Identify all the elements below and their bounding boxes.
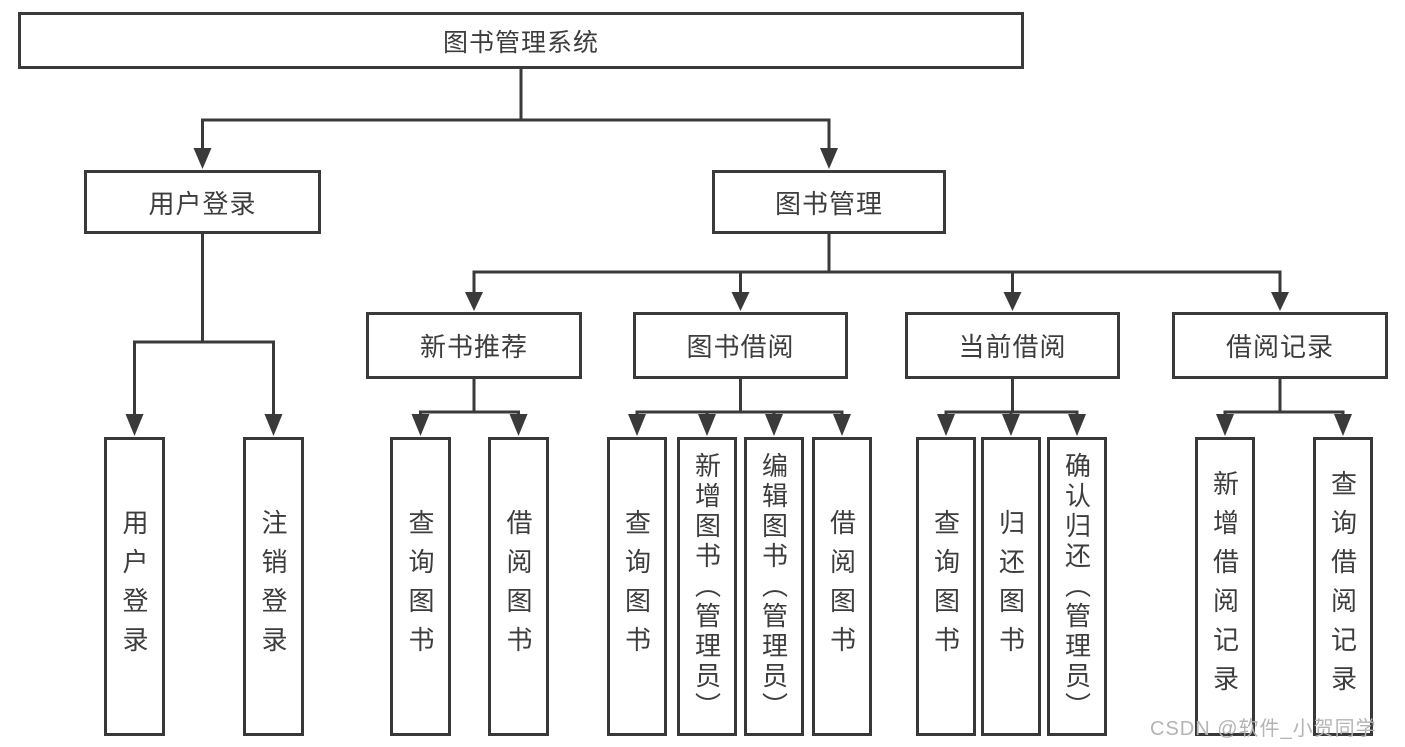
node-current-borrow-label: 当前借阅 bbox=[958, 332, 1067, 362]
node-book-borrow-label: 图书借阅 bbox=[686, 332, 795, 362]
node-current-borrow: 当前借阅 bbox=[905, 312, 1120, 379]
node-root: 图书管理系统 bbox=[18, 12, 1024, 69]
leaf-add-borrow-record-label: 新增借阅记录 bbox=[1209, 469, 1240, 704]
node-root-label: 图书管理系统 bbox=[442, 28, 599, 57]
leaf-edit-books-admin-label: 编辑图书（管理员） bbox=[758, 451, 789, 722]
leaf-logout-label: 注销登录 bbox=[258, 508, 288, 665]
node-book-borrow: 图书借阅 bbox=[633, 312, 848, 379]
leaf-confirm-return-admin-label: 确认归还（管理员） bbox=[1061, 451, 1092, 722]
node-user-login-label: 用户登录 bbox=[148, 188, 257, 219]
leaf-current-query-books-label: 查询图书 bbox=[930, 508, 961, 665]
node-borrow-records-label: 借阅记录 bbox=[1225, 332, 1334, 362]
leaf-add-books-admin-label: 新增图书（管理员） bbox=[691, 451, 722, 722]
node-book-management: 图书管理 bbox=[712, 170, 946, 234]
leaf-current-query-books: 查询图书 bbox=[916, 437, 976, 736]
leaf-query-borrow-record-label: 查询借阅记录 bbox=[1327, 469, 1358, 704]
leaf-new-books-query: 查询图书 bbox=[390, 437, 451, 736]
leaf-borrow-query-books: 查询图书 bbox=[607, 437, 667, 736]
node-user-login: 用户登录 bbox=[84, 170, 321, 234]
leaf-return-books-label: 归还图书 bbox=[995, 508, 1026, 665]
watermark: CSDN @软件_小贺同学 bbox=[1150, 718, 1377, 740]
node-new-book-recommend-label: 新书推荐 bbox=[419, 332, 528, 362]
leaf-new-books-borrow: 借阅图书 bbox=[488, 437, 549, 736]
node-book-management-label: 图书管理 bbox=[774, 188, 883, 219]
leaf-new-books-query-label: 查询图书 bbox=[405, 508, 435, 665]
leaf-add-books-admin: 新增图书（管理员） bbox=[677, 437, 737, 736]
node-borrow-records: 借阅记录 bbox=[1172, 312, 1388, 379]
leaf-user-login: 用户登录 bbox=[104, 437, 165, 736]
leaf-confirm-return-admin: 确认归还（管理员） bbox=[1047, 437, 1107, 736]
leaf-return-books: 归还图书 bbox=[981, 437, 1041, 736]
leaf-user-login-label: 用户登录 bbox=[119, 508, 149, 665]
leaf-logout: 注销登录 bbox=[243, 437, 304, 736]
leaf-query-borrow-record: 查询借阅记录 bbox=[1313, 437, 1373, 736]
node-new-book-recommend: 新书推荐 bbox=[366, 312, 582, 379]
leaf-borrow-books-label: 借阅图书 bbox=[826, 508, 857, 665]
leaf-borrow-query-books-label: 查询图书 bbox=[621, 508, 652, 665]
leaf-add-borrow-record: 新增借阅记录 bbox=[1195, 437, 1255, 736]
leaf-borrow-books: 借阅图书 bbox=[812, 437, 872, 736]
leaf-new-books-borrow-label: 借阅图书 bbox=[503, 508, 533, 665]
leaf-edit-books-admin: 编辑图书（管理员） bbox=[744, 437, 804, 736]
